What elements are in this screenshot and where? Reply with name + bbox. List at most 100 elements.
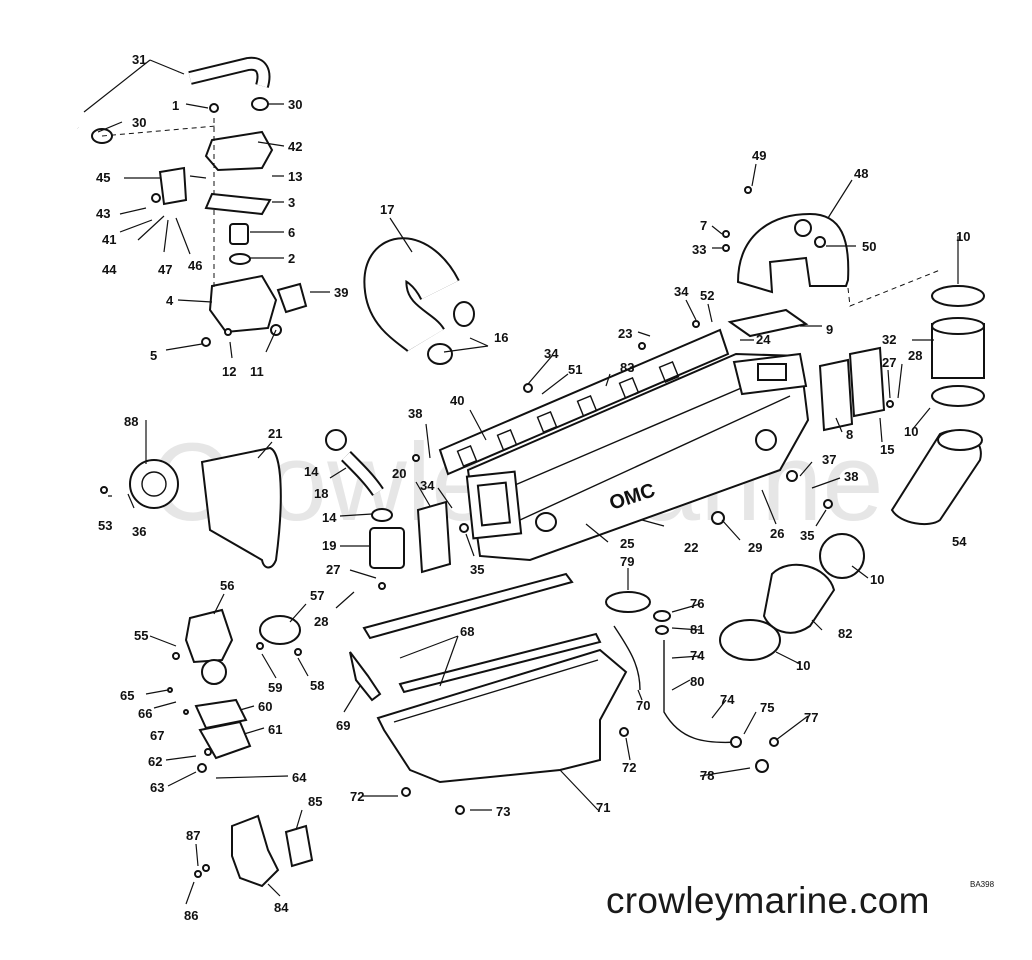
pump-56-part — [184, 608, 234, 664]
callout-67: 67 — [150, 728, 164, 743]
callout-5: 5 — [150, 348, 157, 363]
callout-22: 22 — [684, 540, 698, 555]
callout-83: 83 — [620, 360, 634, 375]
hose-18-part — [342, 452, 383, 495]
hose-31-part — [70, 56, 271, 131]
cover-61-part — [198, 720, 252, 760]
callout-34-mid: 34 — [544, 346, 559, 361]
callout-43: 43 — [96, 206, 110, 221]
callout-70: 70 — [636, 698, 650, 713]
cover-19-part — [369, 527, 405, 569]
callout-40: 40 — [450, 393, 464, 408]
callout-3: 3 — [288, 195, 295, 210]
callout-17: 17 — [380, 202, 394, 217]
callout-79: 79 — [620, 554, 634, 569]
seal-2-part — [229, 253, 251, 265]
gasket-39-part — [276, 282, 308, 314]
callout-31: 31 — [132, 52, 146, 67]
callout-75: 75 — [760, 700, 774, 715]
callout-60: 60 — [258, 699, 272, 714]
callout-64: 64 — [292, 770, 307, 785]
callout-72-right: 72 — [622, 760, 636, 775]
callout-35-left: 35 — [470, 562, 484, 577]
callout-23: 23 — [618, 326, 632, 341]
clamp-16-lower-part — [427, 343, 453, 365]
callout-57: 57 — [310, 588, 324, 603]
callout-82: 82 — [838, 626, 852, 641]
clamp-10-top-part — [931, 285, 985, 307]
callout-86: 86 — [184, 908, 198, 923]
callout-41: 41 — [102, 232, 116, 247]
cap-14-lower-part — [371, 508, 393, 522]
callout-4: 4 — [166, 293, 174, 308]
seal-79-part — [605, 591, 651, 613]
drawing-code: BA398 — [970, 880, 995, 889]
callout-13: 13 — [288, 169, 302, 184]
callout-77: 77 — [804, 710, 818, 725]
callout-33: 33 — [692, 242, 706, 257]
callout-12: 12 — [222, 364, 236, 379]
callout-30-upper: 30 — [288, 97, 302, 112]
callout-32: 32 — [882, 332, 896, 347]
gasket-68-upper-part — [362, 572, 574, 640]
fasteners — [100, 103, 894, 878]
callout-7: 7 — [700, 218, 707, 233]
cap-14-upper-part — [325, 429, 347, 451]
callout-88: 88 — [124, 414, 138, 429]
callout-14-lower: 14 — [322, 510, 337, 525]
callout-16: 16 — [494, 330, 508, 345]
callout-2: 2 — [288, 251, 295, 266]
leader-lines — [83, 59, 959, 905]
plate-57-part — [259, 615, 301, 645]
exhaust-manifold-22-part — [465, 352, 810, 562]
callout-42: 42 — [288, 139, 302, 154]
callout-1: 1 — [172, 98, 179, 113]
callout-8: 8 — [846, 427, 853, 442]
callout-78: 78 — [700, 768, 714, 783]
callout-56: 56 — [220, 578, 234, 593]
callout-34-left: 34 — [420, 478, 435, 493]
dipstick-tube-74-part — [663, 640, 739, 744]
callout-36: 36 — [132, 524, 146, 539]
gasket-3-part — [204, 192, 272, 216]
housing-4-part — [208, 274, 278, 334]
bellows-82-part — [762, 563, 836, 634]
callout-18: 18 — [314, 486, 328, 501]
plate-8-part — [818, 358, 854, 432]
callout-53: 53 — [98, 518, 112, 533]
callout-62: 62 — [148, 754, 162, 769]
callout-37: 37 — [822, 452, 836, 467]
callout-84: 84 — [274, 900, 289, 915]
callout-10-bottom: 10 — [796, 658, 810, 673]
callout-29: 29 — [748, 540, 762, 555]
oil-pan-71-part — [376, 648, 628, 784]
callout-69: 69 — [336, 718, 350, 733]
callout-6: 6 — [288, 225, 295, 240]
tube-70-part — [613, 625, 641, 691]
callout-63: 63 — [150, 780, 164, 795]
gasket-68-lower-part — [398, 632, 602, 694]
gasket-40-part — [438, 328, 730, 476]
callout-47: 47 — [158, 262, 172, 277]
callout-10-lower-right: 10 — [870, 572, 884, 587]
callout-52: 52 — [700, 288, 714, 303]
callout-34-top: 34 — [674, 284, 689, 299]
callout-10-top: 10 — [956, 229, 970, 244]
clamp-10-lower-right-part — [819, 533, 865, 579]
clamp-30-right-part — [251, 97, 269, 111]
callout-38-left: 38 — [408, 406, 422, 421]
callout-28-left: 28 — [314, 614, 328, 629]
callout-labels: 31 1 30 30 42 45 13 3 43 6 41 2 44 47 46… — [96, 52, 970, 923]
bracket-45-part — [158, 166, 188, 206]
callout-81: 81 — [690, 622, 704, 637]
callout-45: 45 — [96, 170, 110, 185]
plate-20-part — [416, 500, 452, 574]
clamp-16-upper-part — [453, 301, 475, 327]
plate-15-part — [848, 346, 886, 418]
callout-54: 54 — [952, 534, 967, 549]
callout-58: 58 — [310, 678, 324, 693]
impeller-part — [201, 659, 227, 685]
callout-14-upper: 14 — [304, 464, 319, 479]
callout-73: 73 — [496, 804, 510, 819]
